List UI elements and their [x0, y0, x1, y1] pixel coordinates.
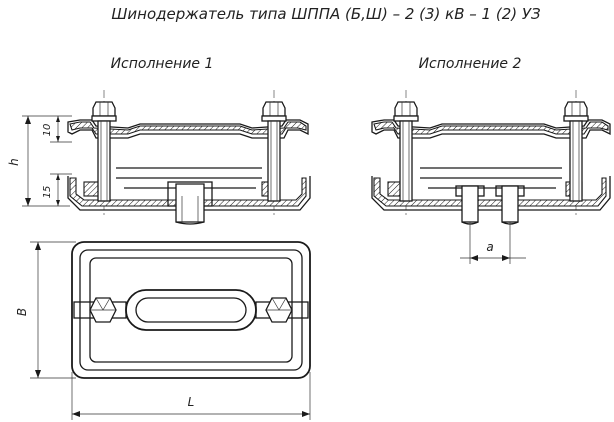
dim-L: L	[188, 395, 195, 409]
dim-top-gap: 10	[42, 124, 53, 137]
plan-view	[30, 241, 311, 420]
variant2-label: Исполнение 2	[419, 56, 522, 72]
drawing-title: Шинодержатель типа ШППА (Б,Ш) – 2 (3) кВ…	[111, 5, 541, 23]
variant1-side-view	[22, 90, 311, 225]
variant1-label: Исполнение 1	[111, 56, 214, 72]
dim-h: h	[7, 158, 21, 166]
dim-B: B	[15, 308, 29, 316]
dim-bottom-gap: 15	[42, 186, 53, 199]
dim-a: a	[486, 240, 493, 254]
variant2-side-view	[371, 90, 611, 264]
